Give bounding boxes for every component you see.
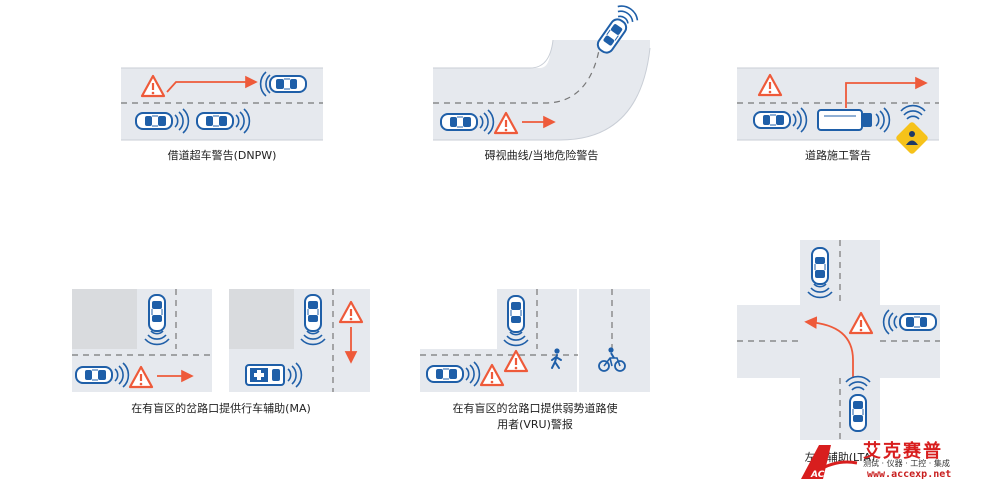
watermark: ACCEXP 艾克赛普 测试 · 仪器 · 工控 · 集成 www.accexp… (797, 437, 987, 483)
watermark-url: www.accexp.net (867, 469, 952, 480)
arrow-icon (804, 316, 854, 378)
caption-construction: 道路施工警告 (805, 149, 871, 162)
car-icon (75, 366, 113, 384)
pedestrian-icon (551, 348, 562, 369)
car-icon (899, 313, 937, 331)
watermark-logo-icon: ACCEXP (801, 445, 858, 480)
car-icon (753, 111, 791, 129)
caption-dnpw: 借道超车警告(DNPW) (167, 149, 277, 162)
scene-construction (737, 67, 939, 154)
car-icon (149, 295, 165, 331)
scene-vru (420, 289, 650, 392)
watermark-logo-text: ACCEXP (810, 470, 851, 480)
worker-sign-icon (896, 122, 928, 154)
car-icon (269, 75, 307, 93)
truck-icon (817, 109, 872, 131)
caption-vru: 在有盲区的岔路口提供弱势道路使 用者(VRU)警报 (452, 402, 618, 431)
scene-ma-right (229, 289, 370, 392)
car-icon (508, 296, 524, 332)
ambulance-icon (245, 364, 285, 386)
car-icon (850, 395, 866, 431)
watermark-title: 艾克赛普 (863, 441, 943, 462)
scene-ma-left (72, 289, 212, 392)
car-icon (426, 365, 464, 383)
scene-lta (737, 240, 940, 440)
car-icon (812, 248, 828, 284)
car-icon (440, 113, 478, 131)
scene-dnpw (121, 67, 323, 141)
scene-curve (433, 1, 651, 141)
car-icon (305, 295, 321, 331)
car-icon (196, 112, 234, 130)
arrow-icon (845, 76, 928, 108)
car-icon (135, 112, 173, 130)
caption-curve: 碍视曲线/当地危险警告 (484, 149, 599, 162)
watermark-subtitle: 测试 · 仪器 · 工控 · 集成 (863, 459, 950, 468)
cyclist-icon (598, 347, 626, 372)
arrow-icon (166, 75, 258, 93)
caption-ma: 在有盲区的岔路口提供行车辅助(MA) (131, 402, 311, 415)
